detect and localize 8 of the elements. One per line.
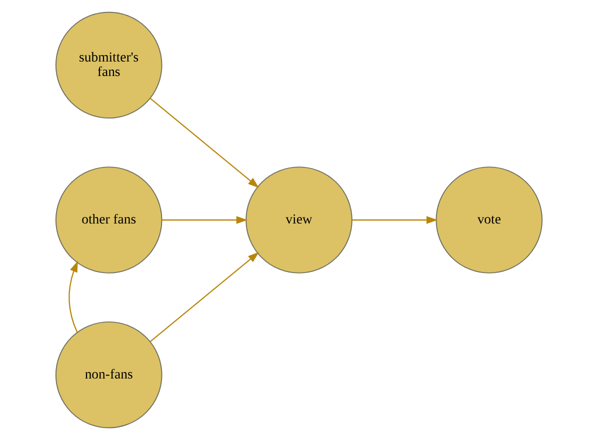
node-circle: vote bbox=[435, 166, 542, 274]
node-circle: submitter's fans bbox=[54, 12, 162, 119]
node-circle: non-fans bbox=[54, 321, 162, 428]
arrow bbox=[149, 252, 259, 342]
arrow bbox=[149, 98, 259, 188]
arrow bbox=[162, 216, 248, 224]
arrow bbox=[352, 216, 438, 224]
arrow bbox=[68, 260, 78, 332]
